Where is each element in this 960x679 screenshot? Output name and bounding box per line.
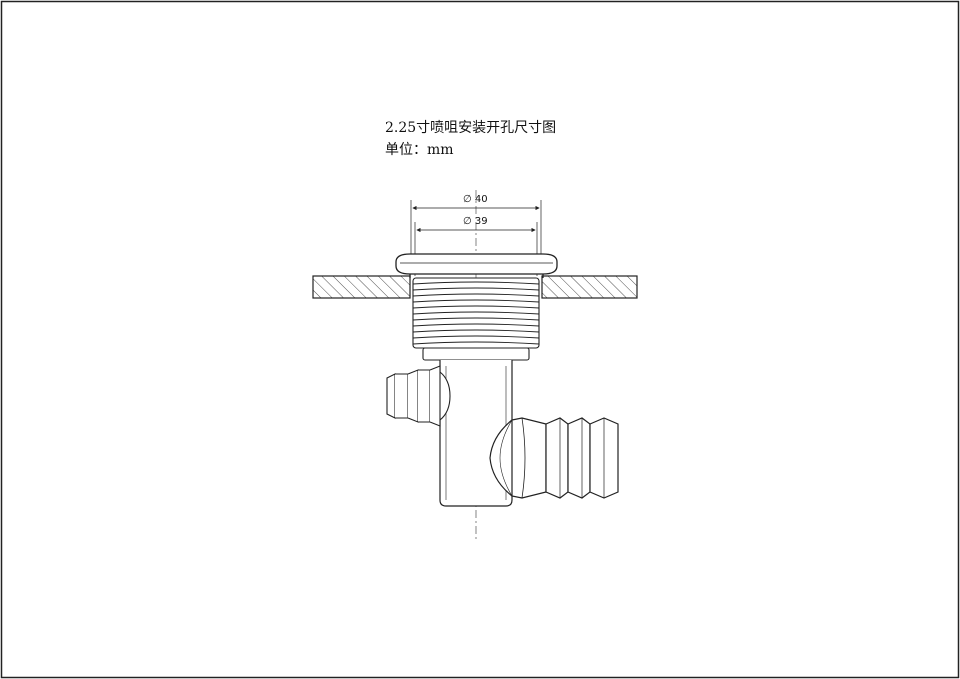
unit-label: 单位：mm [385, 142, 454, 158]
mounting-panel [312, 275, 638, 299]
air-inlet-barb [386, 365, 451, 427]
threaded-body [412, 277, 540, 361]
nozzle-flange [395, 253, 558, 278]
water-inlet-barb [489, 417, 619, 499]
drawing-title: 2.25寸喷咀安装开孔尺寸图 [385, 120, 557, 136]
dimension-outer-diameter: ∅ 40 [463, 194, 488, 205]
dimension-hole-diameter: ∅ 39 [463, 216, 488, 227]
